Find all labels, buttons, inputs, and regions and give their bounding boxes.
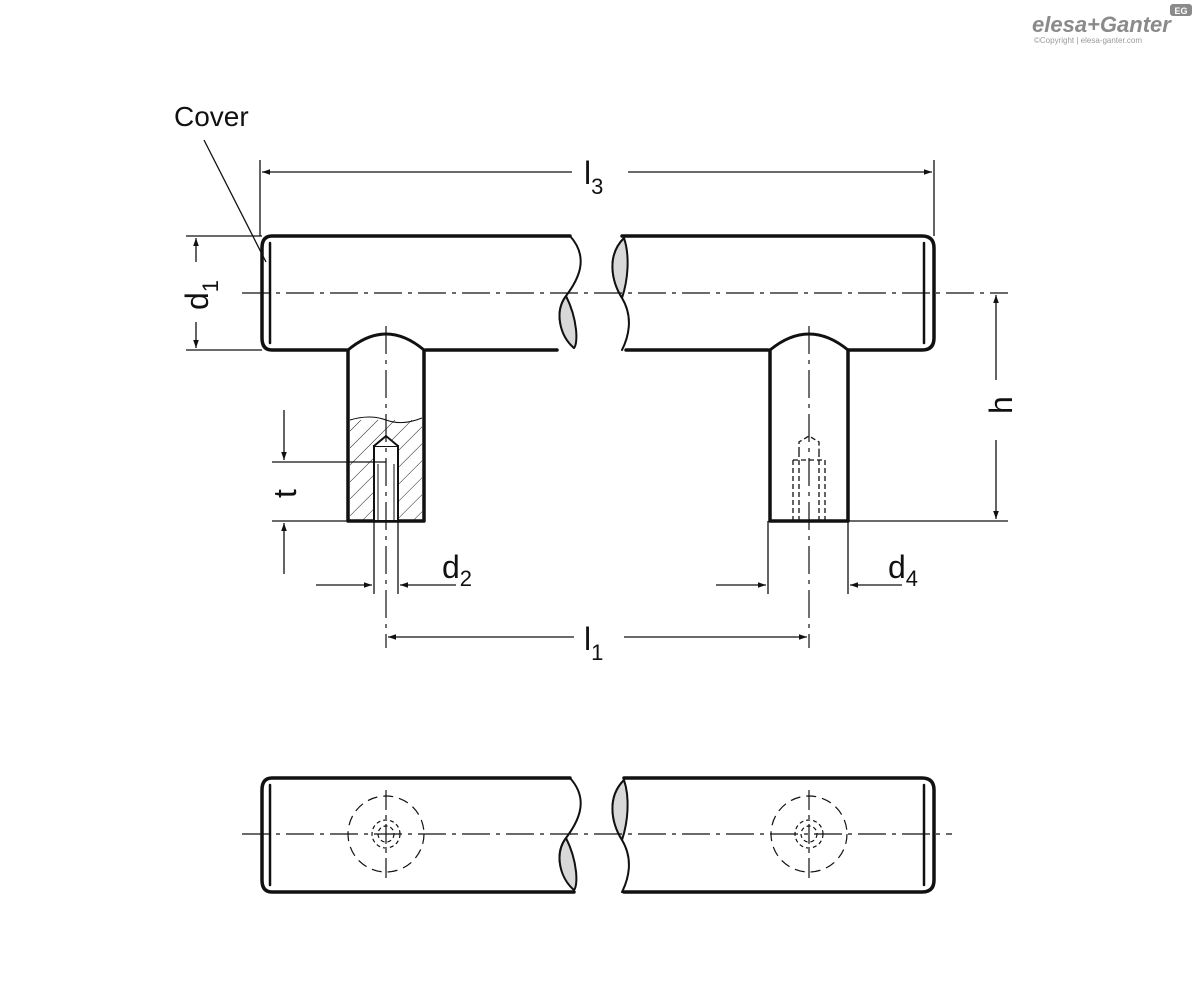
- cover-label: Cover: [174, 101, 249, 132]
- top-left-thread-outer: [371, 819, 401, 849]
- top-right-thread-outer: [794, 819, 824, 849]
- top-left-bar-outline: [260, 776, 576, 894]
- top-left-post-hidden-circle: [347, 795, 425, 873]
- top-left-break-fill: [558, 837, 578, 891]
- t-label: t: [267, 489, 303, 498]
- hidden-bore-tip: [798, 435, 820, 452]
- right-bar-outline: [620, 234, 936, 352]
- l1-label: l1: [584, 621, 603, 665]
- logo-badge: [1170, 4, 1192, 16]
- top-left-thread-inner: [377, 825, 395, 843]
- top-view-hidden-features: [242, 790, 952, 880]
- top-right-break-fill: [611, 779, 629, 841]
- top-right-bar-outline: [622, 776, 936, 894]
- top-right-post-hidden-circle: [770, 795, 848, 873]
- d1-label: d1: [179, 280, 223, 310]
- dimensions: [186, 139, 1008, 640]
- l3-label: l3: [584, 155, 603, 199]
- logo-brand-text: elesa+Ganter: [1032, 12, 1172, 37]
- front-centerlines: [242, 292, 1008, 648]
- logo-badge-text: EG: [1174, 6, 1187, 16]
- h-label: h: [983, 396, 1019, 414]
- d4-label: d4: [888, 549, 918, 591]
- top-view: [260, 776, 936, 894]
- right-break-fill: [611, 237, 629, 299]
- hidden-bore-walls: [798, 452, 820, 520]
- top-right-thread-inner: [800, 825, 818, 843]
- d2-label: d2: [442, 549, 472, 591]
- elesa-ganter-logo: elesa+Ganter EG ©Copyright | elesa-gante…: [1032, 4, 1192, 45]
- dimension-labels: Cover l3 l1 d1 h t d2 d4: [174, 101, 1019, 665]
- left-break-fill: [558, 295, 578, 349]
- cover-leader-line: [203, 139, 267, 263]
- logo-copyright: ©Copyright | elesa-ganter.com: [1034, 36, 1142, 45]
